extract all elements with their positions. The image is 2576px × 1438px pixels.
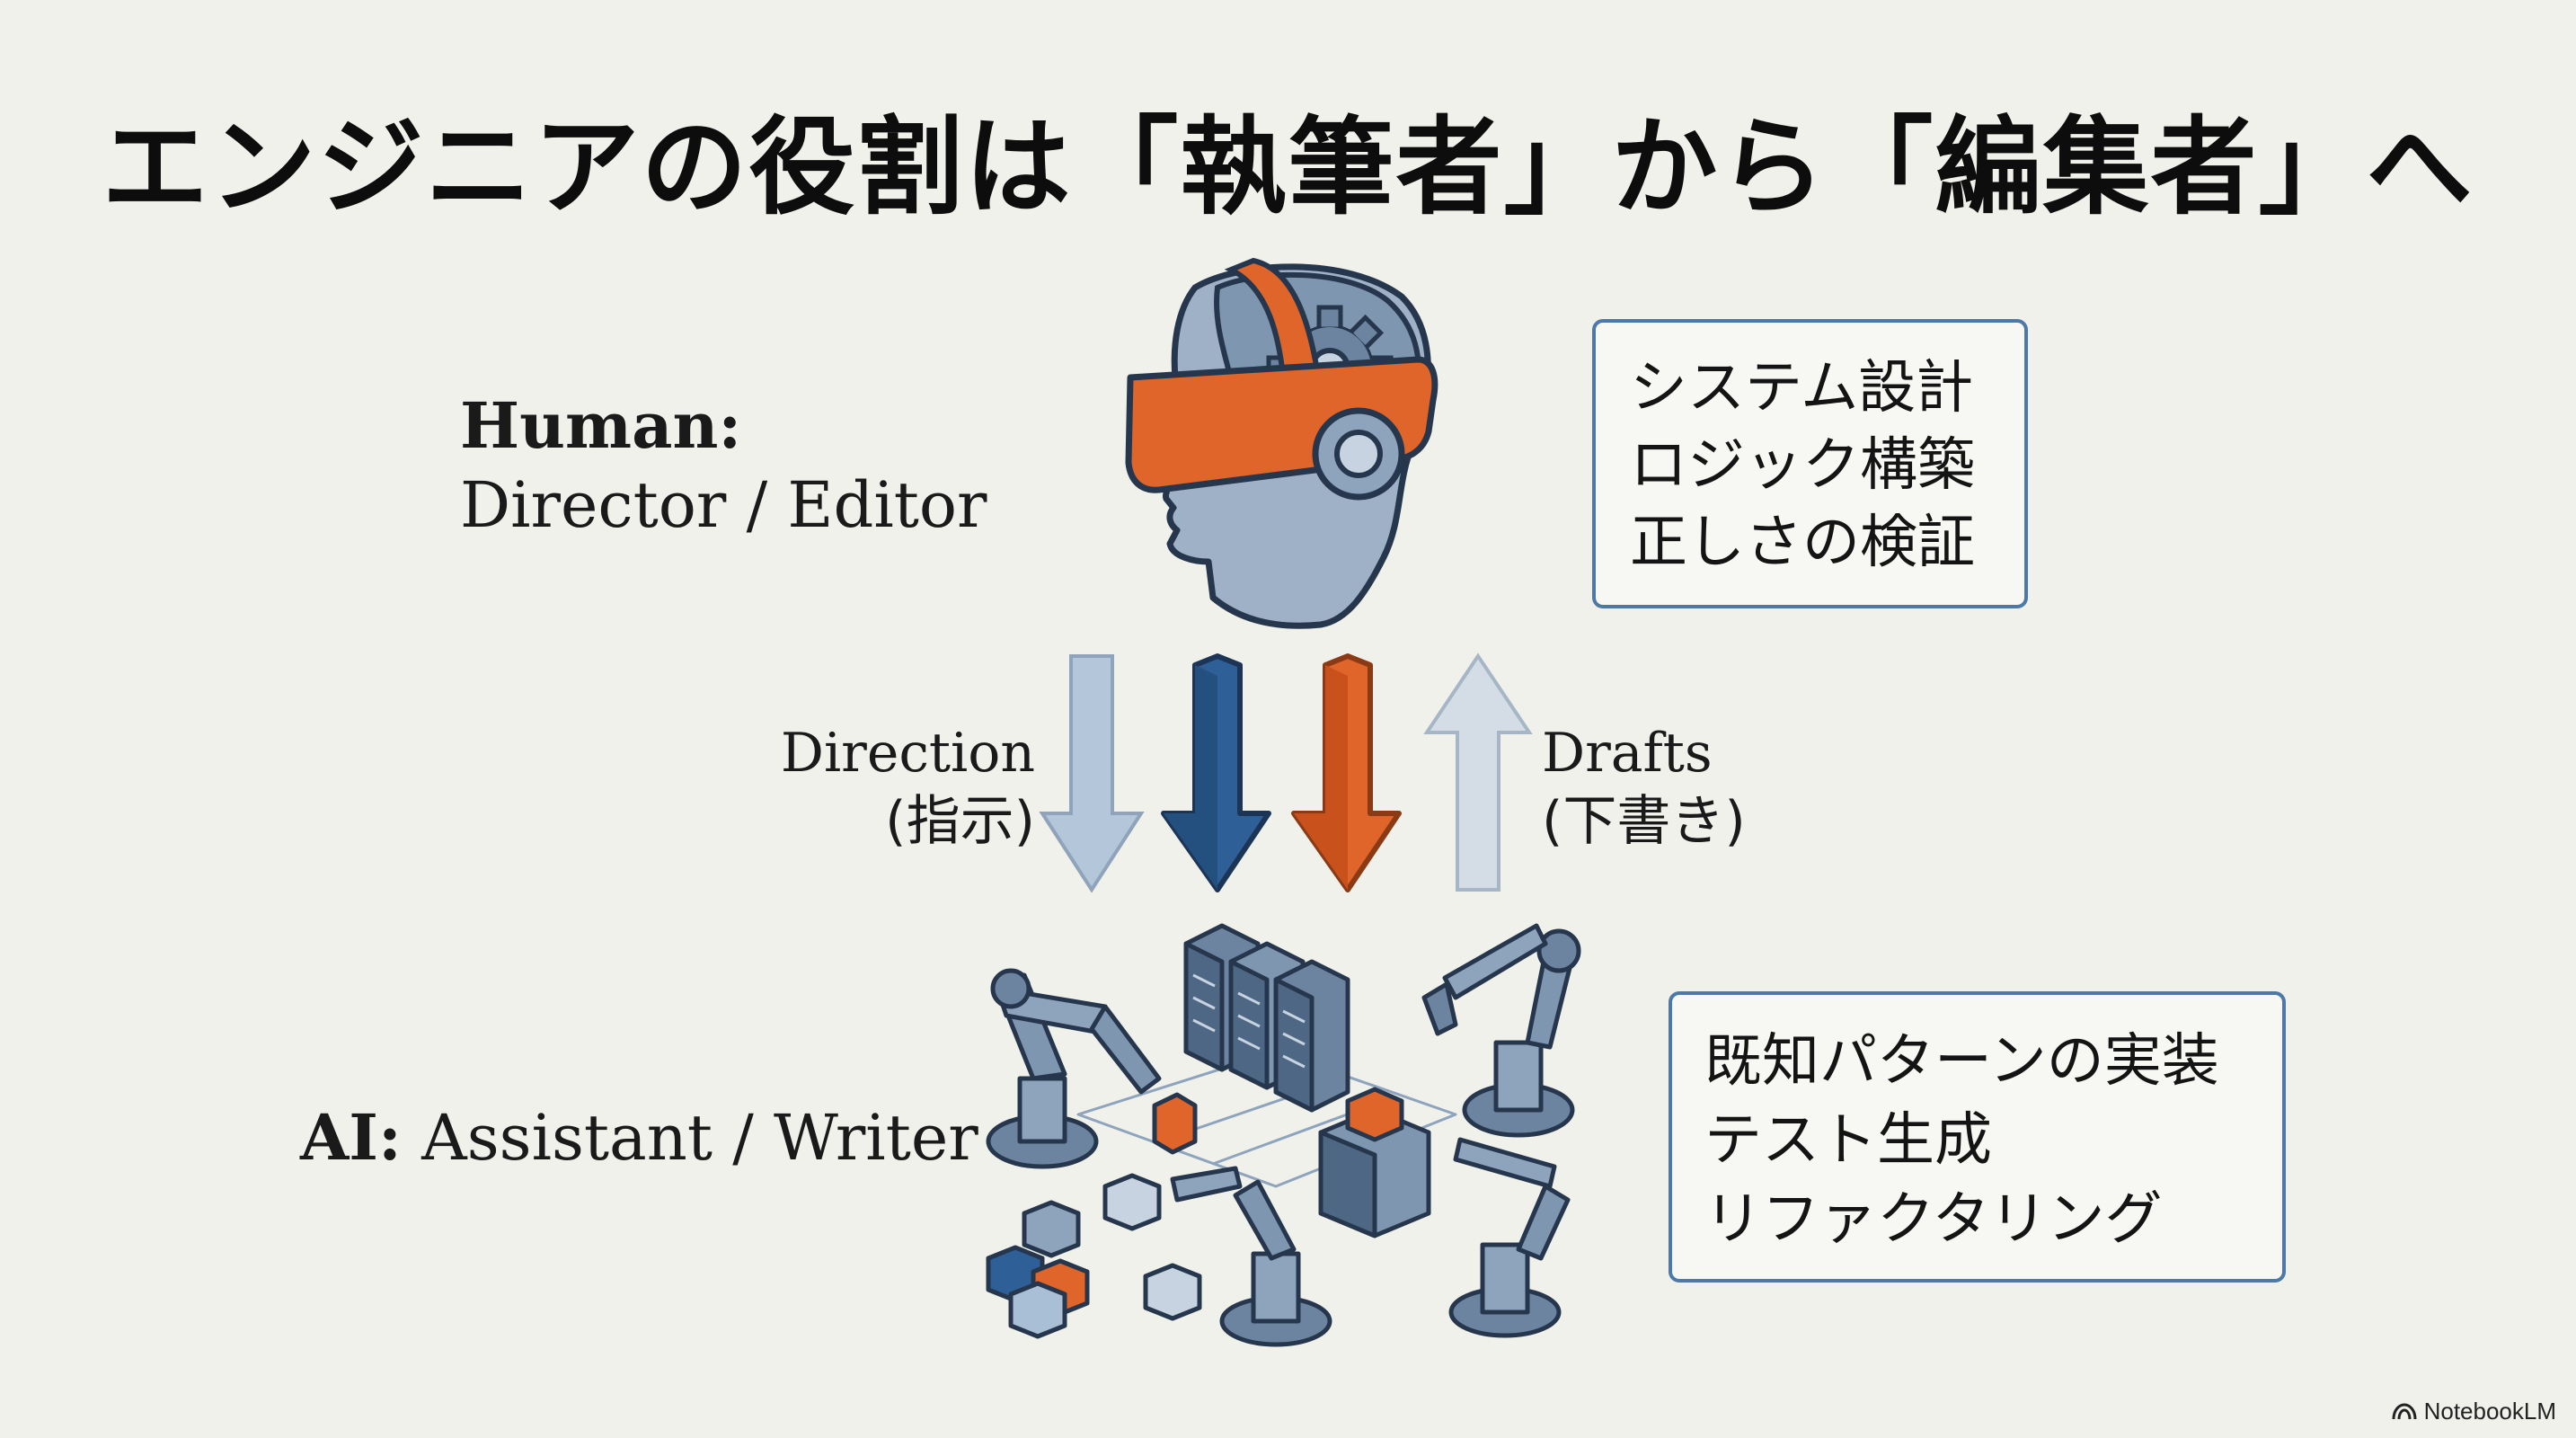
direction-label-ja: (指示) — [885, 790, 1035, 853]
drafts-label: Drafts (下書き) — [1542, 719, 1746, 856]
human-tasks-box: システム設計 ロジック構築 正しさの検証 — [1592, 319, 2028, 608]
human-head-illustration — [1125, 257, 1438, 629]
ai-tasks-box: 既知パターンの実装 テスト生成 リファクタリング — [1669, 991, 2286, 1283]
human-role-heading: Human: — [460, 388, 742, 463]
brand-label: NotebookLM — [2423, 1398, 2556, 1425]
drafts-label-en: Drafts — [1542, 722, 1713, 785]
human-role-subtitle: Director / Editor — [460, 468, 987, 542]
drafts-arrow-orange — [1291, 653, 1402, 892]
robot-arm — [1170, 1166, 1332, 1347]
human-task-item: ロジック構築 — [1630, 432, 1975, 499]
notebooklm-logo-icon — [2392, 1402, 2417, 1419]
human-task-item: システム設計 — [1630, 355, 1974, 422]
notebooklm-brand: NotebookLM — [2392, 1398, 2556, 1425]
human-task-item: 正しさの検証 — [1630, 510, 1975, 576]
drafts-arrow-light — [1423, 652, 1533, 892]
robot-arm — [986, 968, 1198, 1169]
robot-factory-illustration — [986, 923, 1581, 1347]
direction-label: Direction (指示) — [773, 719, 1035, 856]
ai-task-item: テスト生成 — [1704, 1107, 1992, 1174]
drafts-label-ja: (下書き) — [1542, 790, 1746, 853]
direction-arrow-light — [1039, 654, 1145, 893]
server-stack — [1318, 1087, 1431, 1238]
direction-arrow-blue — [1161, 653, 1271, 892]
human-role-label: Human: Director / Editor — [460, 386, 987, 545]
cube-pile — [986, 1173, 1202, 1339]
ai-role-label: AI: Assistant / Writer — [300, 1098, 978, 1177]
direction-label-en: Direction — [780, 722, 1035, 785]
ai-role-heading: AI: — [300, 1100, 402, 1175]
ai-task-item: 既知パターンの実装 — [1704, 1028, 2219, 1095]
ai-task-item: リファクタリング — [1704, 1186, 2163, 1253]
slide-title: エンジニアの役割は「執筆者」から「編集者」へ — [102, 105, 2474, 229]
robot-arm — [1421, 923, 1581, 1138]
robot-arm — [1448, 1137, 1571, 1338]
ai-role-subtitle: Assistant / Writer — [421, 1101, 978, 1175]
server-racks — [1183, 923, 1350, 1113]
